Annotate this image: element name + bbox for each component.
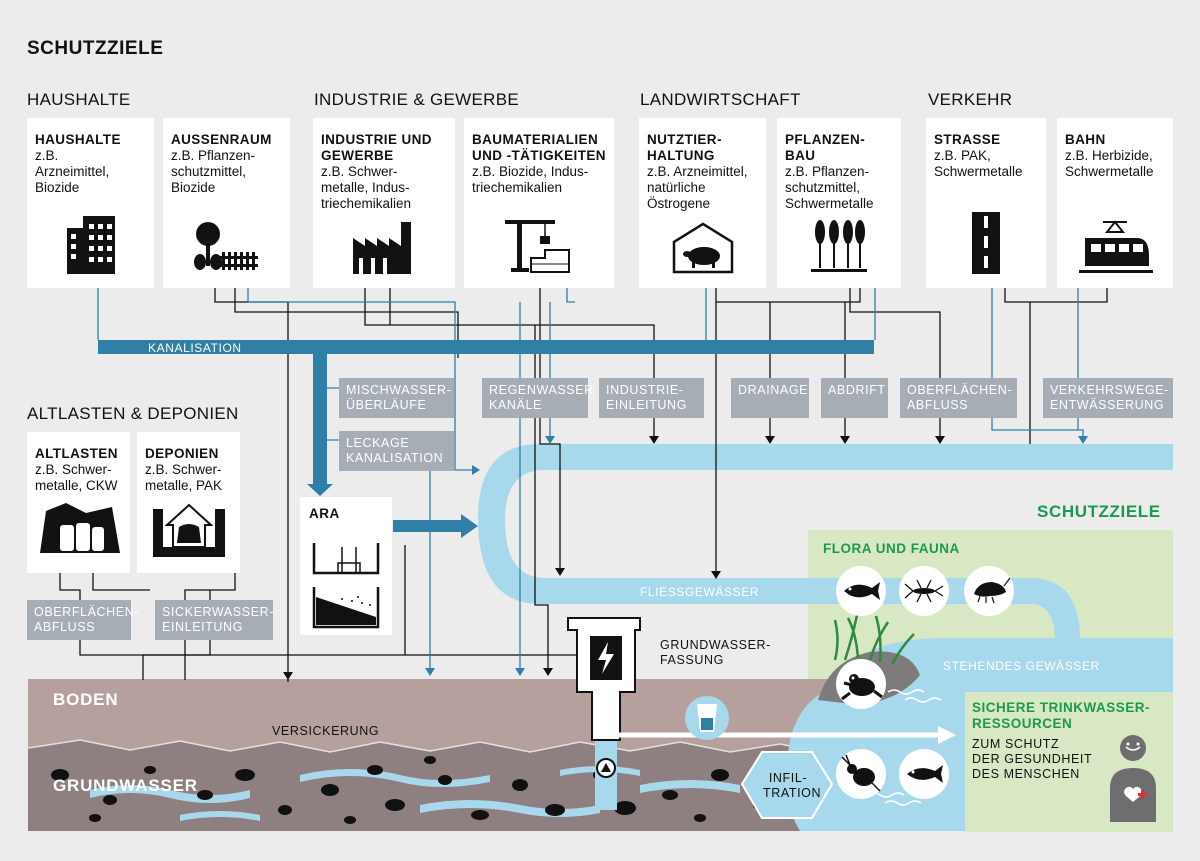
groundwater-label: GRUNDWASSER: [53, 776, 198, 795]
card-title: ALTLASTEN: [35, 446, 118, 461]
ara-box: ARA: [300, 497, 392, 635]
source-card-aussenraum: AUSSENRAUM z.B. Pflanzen- schutzmittel, …: [163, 118, 290, 288]
category-agriculture: LANDWIRTSCHAFT: [640, 90, 801, 109]
source-card-haushalte: HAUSHALTE z.B. Arzneimittel, Biozide: [27, 118, 154, 288]
train-icon: [1057, 218, 1173, 278]
pig-icon: [639, 220, 766, 278]
crane-icon: [464, 214, 614, 278]
label-oberflaechenabfluss-top: OBERFLÄCHEN- ABFLUSS: [900, 378, 1017, 418]
soil-label: BODEN: [53, 690, 119, 709]
sewer-arrow: [307, 484, 333, 496]
label-abdrift: ABDRIFT: [821, 378, 888, 418]
source-card-deponien: DEPONIEN z.B. Schwer- metalle, PAK: [137, 432, 240, 573]
source-card-industrie: INDUSTRIE UND GEWERBE z.B. Schwer- metal…: [313, 118, 455, 288]
insect-larva-icon: [899, 566, 949, 616]
apartment-icon: [27, 208, 154, 278]
sewer-drop: [313, 340, 327, 486]
reeds: [833, 614, 915, 665]
groundwater-zigzag: [27, 739, 801, 753]
card-desc: z.B. Arzneimittel, Biozide: [35, 148, 110, 195]
garden-icon: [163, 218, 290, 278]
source-card-altlasten: ALTLASTEN z.B. Schwer- metalle, CKW: [27, 432, 130, 573]
factory-icon: [313, 218, 455, 278]
category-industry: INDUSTRIE & GEWERBE: [314, 90, 520, 109]
health-text: ZUM SCHUTZ DER GESUNDHEIT DES MENSCHEN: [972, 737, 1093, 781]
protection-title: SCHUTZZIELE: [1037, 502, 1161, 521]
bolt-icon: [598, 642, 614, 674]
card-title: STRASSE: [934, 132, 1001, 147]
source-card-strasse: STRASSE z.B. PAK, Schwermetalle: [926, 118, 1046, 288]
card-desc: z.B. Pflanzen- schutzmittel, Biozide: [171, 148, 256, 195]
card-desc: z.B. Schwer- metalle, PAK: [145, 462, 223, 493]
card-title: PFLANZEN- BAU: [785, 132, 866, 163]
source-card-bahn: BAHN z.B. Herbizide, Schwermetalle: [1057, 118, 1173, 288]
infiltration-hexagon: [740, 751, 834, 819]
ara-tanks-icon: [312, 543, 380, 629]
water-flea-icon: [836, 749, 886, 799]
flora-fauna-title: FLORA UND FAUNA: [823, 541, 960, 556]
shrimp-icon: [964, 566, 1014, 616]
card-title: DEPONIEN: [145, 446, 219, 461]
landfill-icon: [137, 501, 240, 563]
label-leckage: LECKAGE KANALISATION: [339, 431, 454, 471]
wheat-icon: [777, 216, 901, 278]
water-waves: [867, 689, 942, 806]
label-sickerwasser: SICKERWASSER- EINLEITUNG: [155, 600, 273, 640]
card-desc: z.B. Arzneimittel, natürliche Östrogene: [647, 164, 748, 211]
ara-outflow-arrow: [461, 514, 478, 538]
label-drainage: DRAINAGE: [731, 378, 809, 418]
river-label: FLIESSGEWÄSSER: [640, 585, 760, 599]
road-icon: [926, 212, 1046, 278]
page-title: SCHUTZZIELE: [27, 38, 164, 59]
card-title: HAUSHALTE: [35, 132, 121, 147]
label-industrie: INDUSTRIE- EINLEITUNG: [599, 378, 704, 418]
lake-label: STEHENDES GEWÄSSER: [943, 659, 1100, 673]
source-card-nutztierhaltung: NUTZTIER- HALTUNG z.B. Arzneimittel, nat…: [639, 118, 766, 288]
source-card-baumaterialien: BAUMATERIALIEN UND -TÄTIGKEITEN z.B. Bio…: [464, 118, 614, 288]
category-traffic: VERKEHR: [928, 90, 1013, 109]
category-households: HAUSHALTE: [27, 90, 131, 109]
fish-icon-2: [899, 749, 949, 799]
drinking-water-title: SICHERE TRINKWASSER- RESSOURCEN: [972, 700, 1151, 731]
ara-outflow: [393, 520, 463, 532]
card-desc: z.B. Biozide, Indus- triechemikalien: [472, 164, 589, 195]
label-oberflaechenabfluss-left: OBERFLÄCHEN- ABFLUSS: [27, 600, 139, 640]
card-title: NUTZTIER- HALTUNG: [647, 132, 722, 163]
fish-icon: [836, 566, 886, 616]
source-card-pflanzenbau: PFLANZEN- BAU z.B. Pflanzen- schutzmitte…: [777, 118, 901, 288]
card-desc: z.B. PAK, Schwermetalle: [934, 148, 1023, 179]
label-verkehrswege: VERKEHRSWEGE- ENTWÄSSERUNG: [1043, 378, 1173, 418]
label-mischwasser: MISCHWASSER- ÜBERLÄUFE: [339, 378, 454, 418]
arrowheads-blue: [425, 436, 1088, 676]
person-icon: [1110, 735, 1156, 822]
frog-icon: [836, 659, 886, 709]
card-title: INDUSTRIE UND GEWERBE: [321, 132, 432, 163]
sewer-label: KANALISATION: [148, 341, 242, 355]
card-desc: z.B. Pflanzen- schutzmittel, Schwermetal…: [785, 164, 874, 211]
infiltration-soil-label: VERSICKERUNG: [272, 724, 380, 738]
card-title: AUSSENRAUM: [171, 132, 272, 147]
rainwater-lines: [97, 288, 1084, 672]
card-title: BAHN: [1065, 132, 1106, 147]
label-regenwasser: REGENWASSER KANÄLE: [482, 378, 593, 418]
infiltration-label: INFIL- TRATION: [763, 771, 822, 800]
card-title: BAUMATERIALIEN UND -TÄTIGKEITEN: [472, 132, 606, 163]
sewer-pipe: [98, 340, 874, 354]
well-label: GRUNDWASSER- FASSUNG: [660, 638, 771, 667]
card-desc: z.B. Schwer- metalle, CKW: [35, 462, 118, 493]
card-desc: z.B. Schwer- metalle, Indus- triechemika…: [321, 164, 412, 211]
card-desc: z.B. Herbizide, Schwermetalle: [1065, 148, 1154, 179]
ara-label: ARA: [309, 506, 340, 521]
barrels-icon: [27, 499, 130, 563]
arrowheads-black: [283, 436, 945, 680]
category-legacy: ALTLASTEN & DEPONIEN: [27, 404, 239, 423]
